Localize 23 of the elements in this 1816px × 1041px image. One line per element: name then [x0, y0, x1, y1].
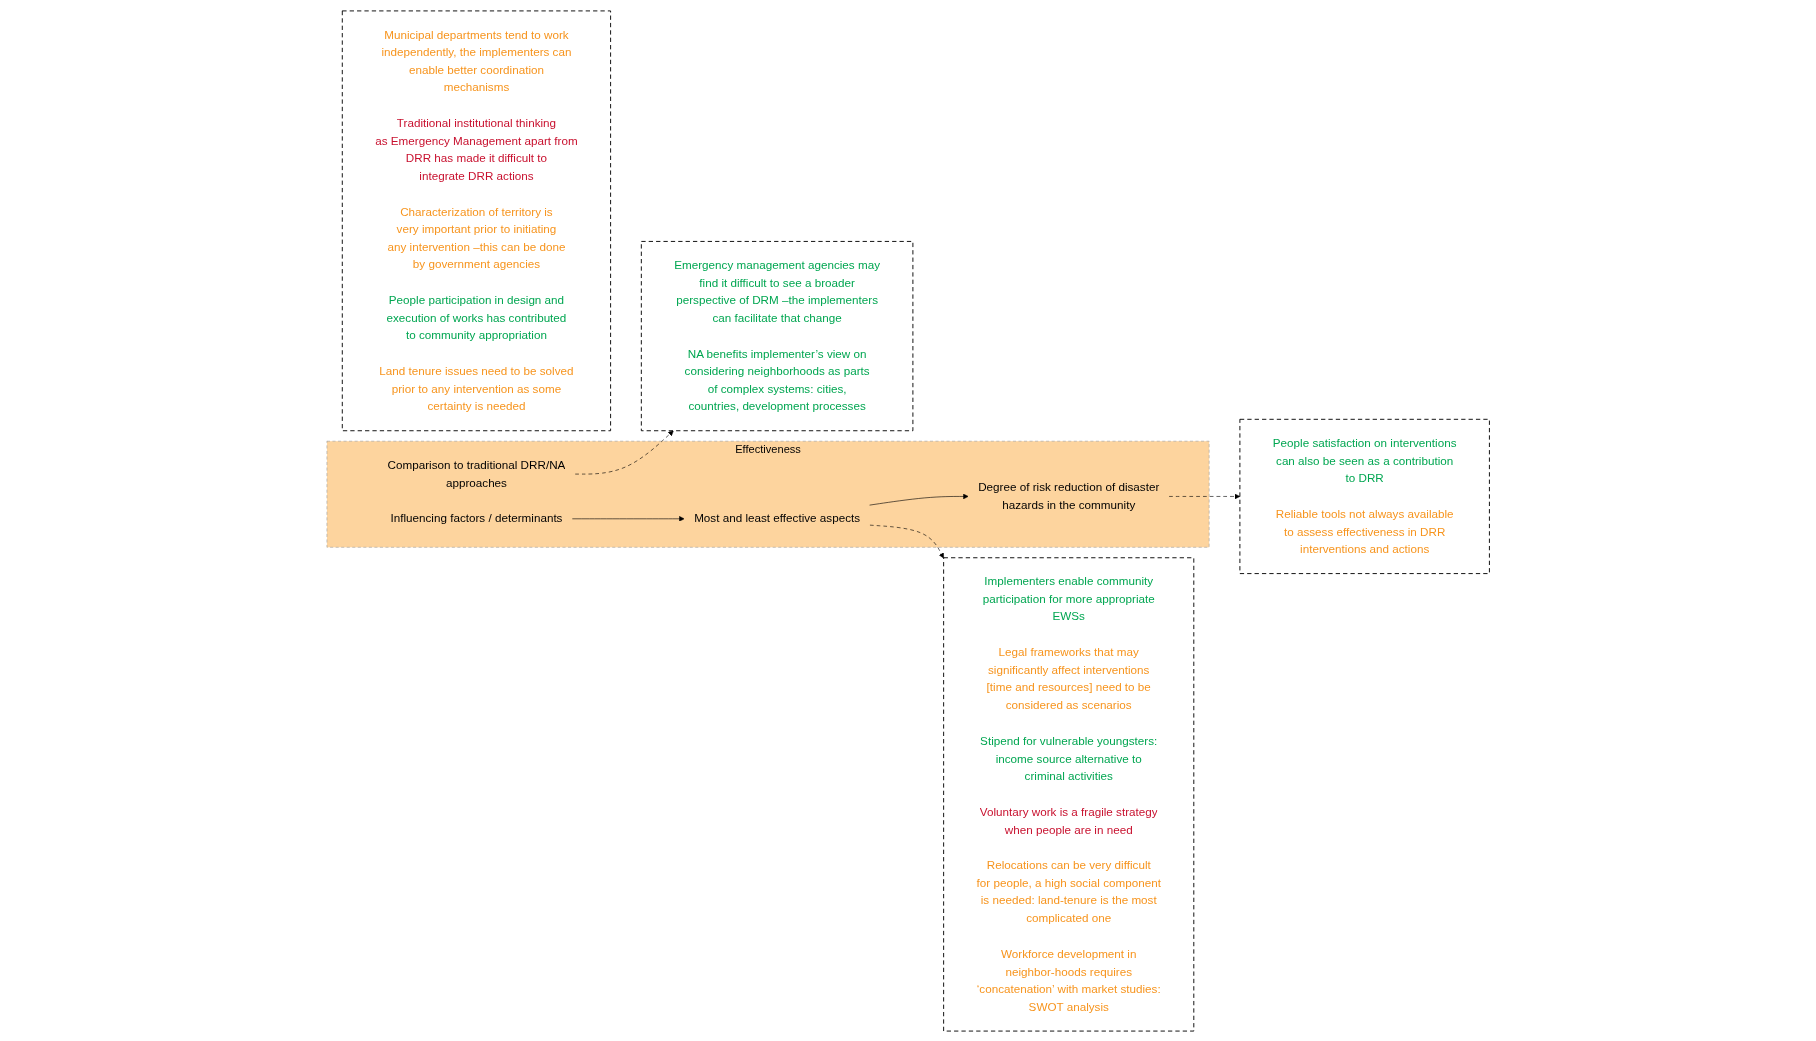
node-text: Relocations can be very difficult for people, a high social component is needed: land-tenure is the most complicated one: [976, 858, 1161, 924]
node-text: NA benefits implementer’s view on considering neighborhoods as parts of complex systems: cities, countries, development processes: [684, 346, 870, 413]
node-text: People satisfaction on interventions can also be seen as a contribution to DRR: [1272, 436, 1457, 484]
node-text: Stipend for vulnerable youngsters: income source alternative to criminal activities: [979, 733, 1158, 782]
node-text: Implementers enable community participation for more appropriate EWSs: [982, 574, 1155, 623]
node-text: Municipal departments tend to work independently, the implementers can enable better coordination mechanisms: [381, 27, 572, 94]
node-text: Degree of risk reduction of disaster hazards in the community: [977, 480, 1160, 511]
node-text: Voluntary work is a fragile strategy when people are in need: [979, 804, 1158, 836]
node-text: Traditional institutional thinking as Emergency Management apart from DRR has made it difficult to integrate DRR actions: [375, 116, 578, 182]
cluster: [640, 240, 914, 431]
node-text: Influencing factors / determinants: [390, 511, 563, 525]
cluster: [341, 9, 611, 431]
node-text: People participation in design and execution of works has contributed to community appropriation: [386, 293, 567, 342]
node-text: Emergency management agencies may find it difficult to see a broader perspective of DRM –the implementers can facilitate that change: [674, 258, 880, 324]
node-text: Comparison to traditional DRR/NA approaches: [387, 457, 566, 489]
node-text: Legal frameworks that may significantly affect interventions [time and resources] need to be considered as scenarios: [986, 645, 1151, 711]
cluster: [1239, 418, 1490, 574]
node-text: Most and least effective aspects: [693, 511, 860, 525]
node-text: Reliable tools not always available to assess effectiveness in DRR interventions and actions: [1275, 507, 1454, 555]
node-text: Land tenure issues need to be solved prior to any intervention as some certainty is needed: [379, 364, 574, 413]
node-text: Workforce development in neighbor-hoods requires ‘concatenation’ with market studies: SWOT analysis: [976, 946, 1161, 1013]
node-text: Characterization of territory is very important prior to initiating any intervention –this can be done by government agencies: [387, 204, 566, 271]
cluster: [943, 556, 1195, 1032]
